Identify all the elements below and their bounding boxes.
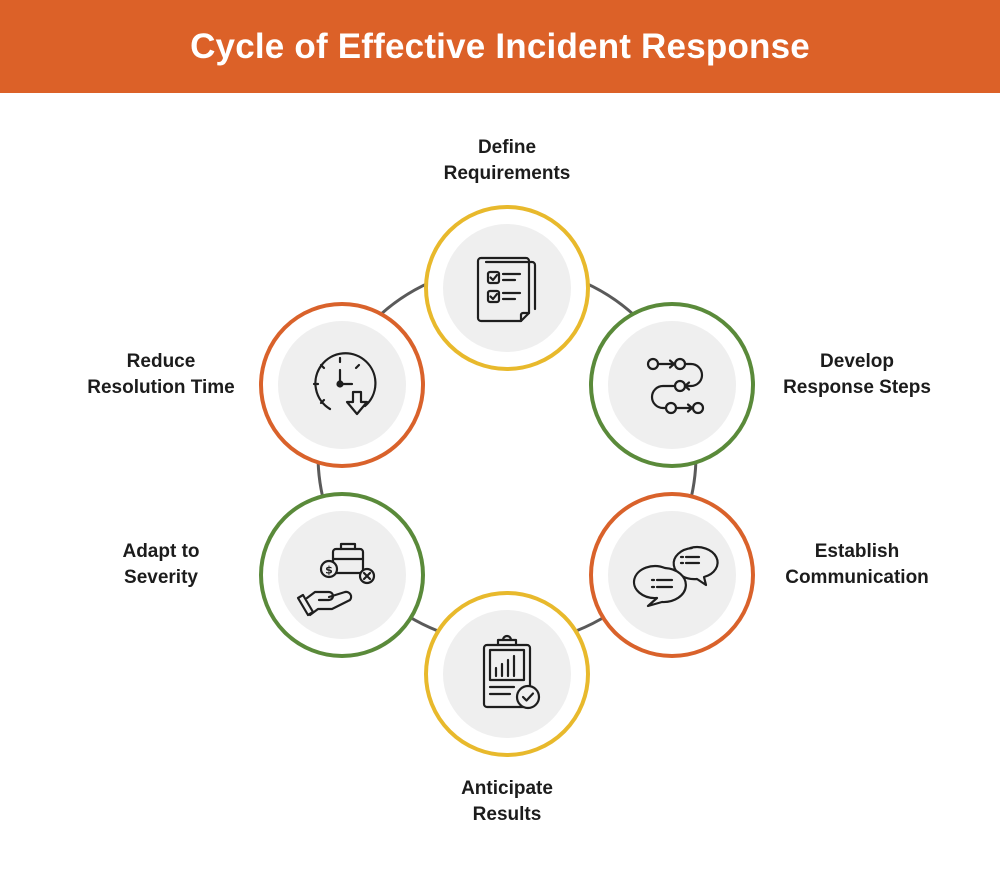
label-line: Establish (814, 541, 900, 562)
label-line: Requirements (443, 163, 571, 184)
node-anticipate-results (424, 591, 590, 757)
label-line: Resolution Time (87, 377, 235, 398)
node-reduce-resolution-time (259, 302, 425, 468)
node-disc (278, 511, 406, 639)
label-adapt-to-severity: Adapt to Severity (122, 539, 199, 591)
clipboard-report-icon (482, 634, 541, 710)
label-line: Communication (785, 567, 929, 588)
chat-bubbles-icon (632, 545, 719, 608)
label-line: Response Steps (783, 377, 931, 398)
label-reduce-resolution-time: Reduce Resolution Time (87, 349, 234, 401)
node-adapt-to-severity: $ (259, 492, 425, 658)
label-establish-communication: Establish Communication (785, 539, 929, 591)
svg-text:$: $ (325, 564, 333, 577)
checklist-icon (476, 256, 537, 323)
label-anticipate-results: Anticipate Results (461, 776, 553, 828)
label-line: Develop (820, 351, 894, 372)
label-define-requirements: Define Requirements (444, 135, 571, 187)
label-line: Severity (124, 567, 198, 588)
label-line: Results (472, 804, 542, 825)
title-banner: Cycle of Effective Incident Response (0, 0, 1000, 93)
label-line: Adapt to (122, 541, 200, 562)
label-line: Reduce (126, 351, 196, 372)
page-title: Cycle of Effective Incident Response (190, 26, 810, 66)
workflow-steps-icon (646, 357, 705, 415)
clock-down-arrow-icon (312, 352, 377, 416)
node-disc (443, 224, 571, 352)
node-establish-communication (589, 492, 755, 658)
label-line: Define (477, 137, 537, 158)
node-define-requirements (424, 205, 590, 371)
label-develop-response-steps: Develop Response Steps (783, 349, 931, 401)
node-develop-response-steps (589, 302, 755, 468)
label-line: Anticipate (461, 778, 553, 799)
hand-money-briefcase-icon: $ (296, 542, 376, 617)
